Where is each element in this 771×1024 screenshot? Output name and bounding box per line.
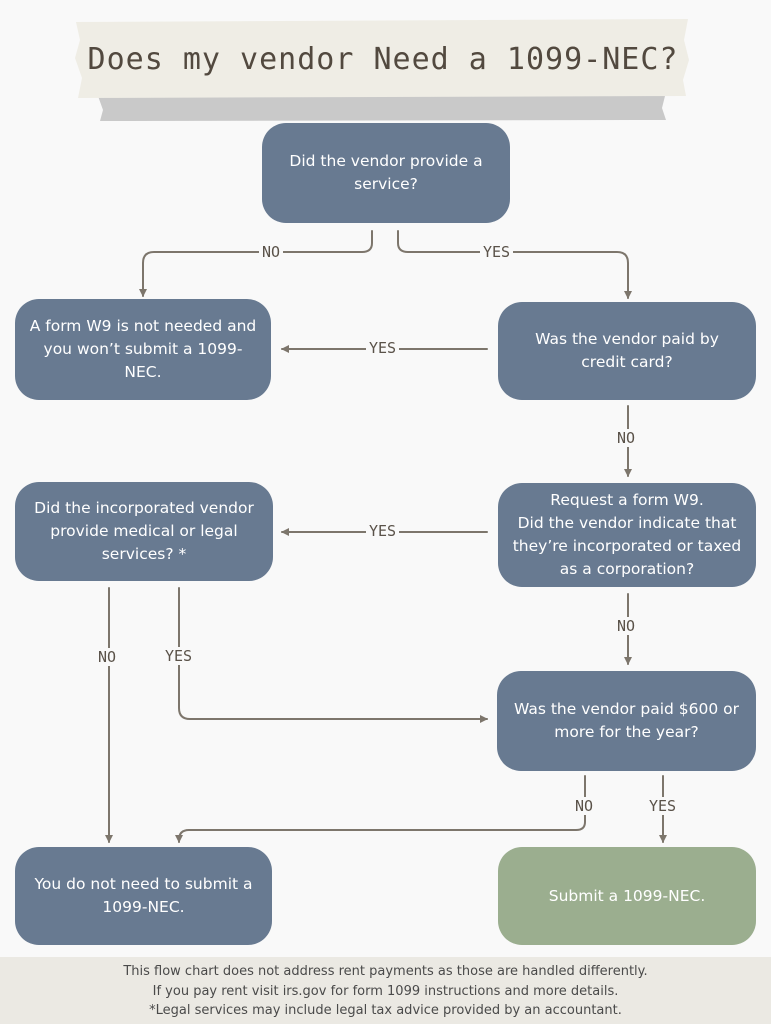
- node-paid-600-question: Was the vendor paid $600 or more for the…: [497, 671, 756, 771]
- node-w9-not-needed: A form W9 is not needed and you won’t su…: [15, 299, 271, 400]
- connector-service-yes: [397, 230, 632, 299]
- connector-medical-yes: [178, 587, 488, 723]
- node-incorporated-medical-legal-text: Did the incorporated vendor provide medi…: [34, 499, 254, 563]
- page-title: Does my vendor Need a 1099-NEC?: [87, 41, 679, 77]
- node-no-need-to-submit-text: You do not need to submit a 1099-NEC.: [34, 875, 253, 916]
- edge-label-credit-no: NO: [614, 429, 639, 447]
- footer-line-3: *Legal services may include legal tax ad…: [149, 1003, 622, 1018]
- node-request-w9: Request a form W9. Did the vendor indica…: [498, 483, 756, 587]
- edge-label-paid-no: NO: [572, 797, 597, 815]
- connector-paid-no: [175, 775, 586, 843]
- edge-label-credit-yes: YES: [366, 339, 400, 357]
- node-incorporated-medical-legal-question: Did the incorporated vendor provide medi…: [15, 482, 273, 581]
- node-paid-600-text: Was the vendor paid $600 or more for the…: [514, 700, 739, 741]
- edge-label-request-yes: YES: [366, 522, 400, 540]
- node-credit-card-text: Was the vendor paid by credit card?: [535, 330, 719, 371]
- node-service-question: Did the vendor provide a service?: [262, 123, 510, 223]
- edge-label-service-no: NO: [259, 243, 284, 261]
- edge-label-paid-yes: YES: [646, 797, 680, 815]
- footer-notes: This flow chart does not address rent pa…: [0, 957, 771, 1024]
- banner-paper: [75, 19, 689, 98]
- node-no-need-to-submit: You do not need to submit a 1099-NEC.: [15, 847, 272, 945]
- title-banner: [75, 19, 689, 121]
- node-request-w9-text: Request a form W9. Did the vendor indica…: [512, 491, 742, 578]
- node-submit-1099: Submit a 1099-NEC.: [498, 847, 756, 945]
- edge-label-request-no: NO: [614, 617, 639, 635]
- node-submit-1099-text: Submit a 1099-NEC.: [548, 886, 706, 905]
- edge-label-medical-yes: YES: [162, 647, 196, 665]
- node-service-text: Did the vendor provide a service?: [289, 152, 483, 193]
- edge-label-service-yes: YES: [480, 243, 514, 261]
- node-w9-not-needed-text: A form W9 is not needed and you won’t su…: [29, 317, 257, 381]
- footer-line-1: This flow chart does not address rent pa…: [123, 964, 648, 979]
- connector-service-no: [139, 230, 373, 297]
- edge-label-medical-no: NO: [95, 648, 120, 666]
- footer-line-2: If you pay rent visit irs.gov for form 1…: [152, 983, 619, 999]
- node-credit-card-question: Was the vendor paid by credit card?: [498, 302, 756, 400]
- banner-shadow: [98, 96, 666, 121]
